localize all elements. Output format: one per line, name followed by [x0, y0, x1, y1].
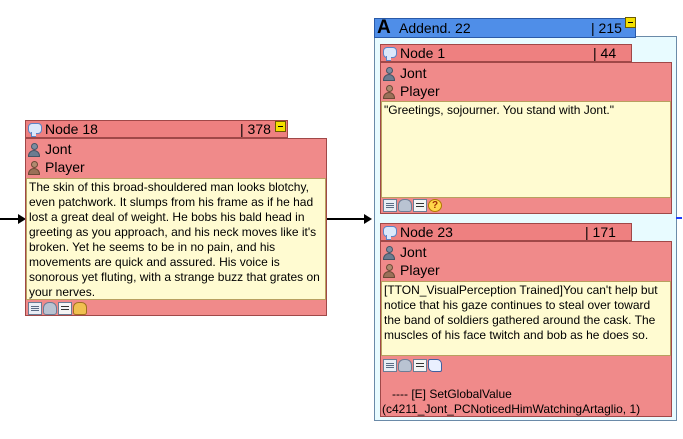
node-18-header[interactable]: Node 18 | 378 — [25, 120, 288, 138]
script-icon[interactable] — [58, 302, 72, 315]
player-icon — [382, 85, 396, 99]
incoming-arrowhead — [18, 214, 26, 224]
addend-22-collapse-button[interactable] — [625, 17, 636, 28]
database-icon[interactable] — [398, 359, 412, 372]
node-18-speaker-row: Jont — [27, 140, 323, 158]
addend-22-title: Addend. 22 — [399, 20, 471, 36]
node-1-id: | 44 — [593, 45, 617, 61]
document-icon[interactable] — [383, 199, 397, 212]
node-18-speaker: Jont — [45, 141, 72, 157]
script-icon[interactable] — [413, 359, 427, 372]
node-23-header[interactable]: Node 23 | 171 — [380, 223, 632, 241]
node-23-speaker-row: Jont — [382, 243, 668, 261]
node-18-title: Node 18 — [45, 121, 98, 137]
database-icon[interactable] — [43, 302, 57, 315]
node-18-listener-row: Player — [27, 158, 323, 176]
addend-letter: A — [377, 17, 391, 38]
player-icon — [382, 264, 396, 278]
node-18-text[interactable]: The skin of this broad-shouldered man lo… — [26, 178, 326, 300]
node-23-id: | 171 — [585, 224, 616, 240]
outgoing-link-marker — [676, 217, 682, 219]
node-23-text[interactable]: [TTON_VisualPerception Trained]You can't… — [381, 281, 671, 356]
document-icon[interactable] — [383, 359, 397, 372]
node-1-listener-row: Player — [382, 82, 668, 100]
node-23-script-line-1: ---- [E] SetGlobalValue — [392, 387, 512, 401]
node-23-listener-row: Player — [382, 261, 668, 279]
node-1-title: Node 1 — [400, 45, 446, 61]
node-1-header[interactable]: Node 1 | 44 — [380, 44, 632, 62]
node-23-script-line-2: (c4211_Jont_PCNoticedHimWatchingArtaglio… — [382, 402, 641, 416]
script-icon[interactable] — [413, 199, 427, 212]
scroll-icon[interactable] — [428, 359, 442, 372]
question-icon[interactable]: ? — [428, 199, 442, 212]
node-1-icon-strip: ? — [383, 199, 442, 213]
node-23-listener: Player — [400, 262, 440, 278]
node-18-collapse-button[interactable] — [275, 121, 286, 132]
node-18-to-addend-connector — [327, 218, 365, 220]
node-18-icon-strip — [28, 302, 87, 316]
speech-bubble-icon — [383, 47, 397, 61]
addend-22-header[interactable]: A Addend. 22 | 215 — [374, 18, 636, 38]
node-1-text[interactable]: "Greetings, sojourner. You stand with Jo… — [381, 101, 671, 198]
node-23-icon-strip — [383, 359, 442, 373]
node-23-title: Node 23 — [400, 224, 453, 240]
node-18-id: | 378 — [240, 121, 271, 137]
addend-arrowhead — [364, 214, 372, 224]
speech-bubble-icon — [383, 226, 397, 240]
node-23-speaker: Jont — [400, 244, 427, 260]
database-icon[interactable] — [398, 199, 412, 212]
incoming-connector — [0, 218, 20, 220]
node-1-listener: Player — [400, 83, 440, 99]
node-18-listener: Player — [45, 159, 85, 175]
document-icon[interactable] — [28, 302, 42, 315]
speaker-icon — [27, 143, 41, 157]
speaker-icon — [382, 246, 396, 260]
speaker-icon — [382, 67, 396, 81]
node-1-speaker: Jont — [400, 65, 427, 81]
speech-bubble-icon — [28, 123, 42, 137]
node-1-speaker-row: Jont — [382, 64, 668, 82]
hand-icon[interactable] — [73, 302, 87, 315]
player-icon — [27, 161, 41, 175]
addend-22-id: | 215 — [591, 20, 622, 36]
